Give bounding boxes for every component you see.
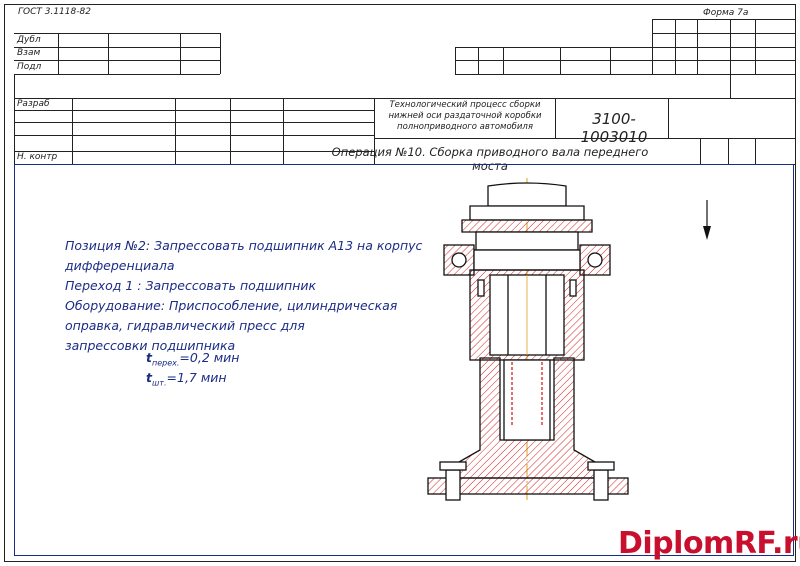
- differential-housing: [469, 269, 585, 361]
- process-title: Технологический процесс сборки нижней ос…: [380, 100, 550, 133]
- operation-sketch-frame: [14, 164, 794, 556]
- time-transition-value: =0,2 мин: [179, 350, 240, 365]
- time-piece-symbol: t: [146, 370, 152, 385]
- bearing: [443, 244, 611, 276]
- base-plate: [427, 461, 629, 501]
- notes-equipment: Оборудование: Приспособление, цилиндриче…: [65, 298, 398, 313]
- watermark-logo: DiplomRF.ru: [618, 526, 800, 561]
- press-direction-arrow-icon: [703, 200, 711, 240]
- press-ram: [461, 182, 593, 251]
- time-transition-symbol: t: [146, 350, 152, 365]
- process-title-line-2: нижней оси раздаточной коробки: [388, 111, 542, 121]
- stamp-podl-label: Подл: [17, 62, 42, 72]
- stamp-vzam-label: Взам: [17, 48, 41, 58]
- notes-position: Позиция №2: Запрессовать подшипник А13 н…: [65, 238, 423, 253]
- time-piece-sub: шт.: [151, 378, 167, 388]
- notes-equipment-cont: оправка, гидравлический пресс для: [65, 318, 305, 333]
- document-code: 3100-1003010: [580, 110, 648, 146]
- process-title-line-3: полноприводного автомобиля: [397, 122, 533, 132]
- process-title-line-1: Технологический процесс сборки: [389, 100, 541, 110]
- stamp-razrab-label: Разраб: [17, 99, 50, 109]
- stamp-dubl-label: Дубл: [17, 35, 41, 45]
- time-piece: tшт.=1,7 мин: [146, 370, 227, 388]
- stamp-n-kontr-label: Н. контр: [17, 152, 58, 162]
- time-piece-value: =1,7 мин: [166, 370, 227, 385]
- time-transition: tперех.=0,2 мин: [146, 350, 239, 368]
- fixture-body: [451, 357, 603, 479]
- time-transition-sub: перех.: [151, 358, 180, 368]
- operation-notes: Позиция №2: Запрессовать подшипник А13 н…: [65, 236, 422, 356]
- gost-standard-label: ГОСТ 3.1118-82: [18, 7, 91, 17]
- notes-equipment-cont-2: запрессовки подшипника: [65, 338, 236, 353]
- notes-position-cont: дифференциала: [65, 258, 175, 273]
- form-label: Форма 7а: [703, 8, 749, 18]
- notes-transition: Переход 1 : Запрессовать подшипник: [65, 278, 317, 293]
- operation-title: Операция №10. Сборка приводного вала пер…: [331, 145, 649, 173]
